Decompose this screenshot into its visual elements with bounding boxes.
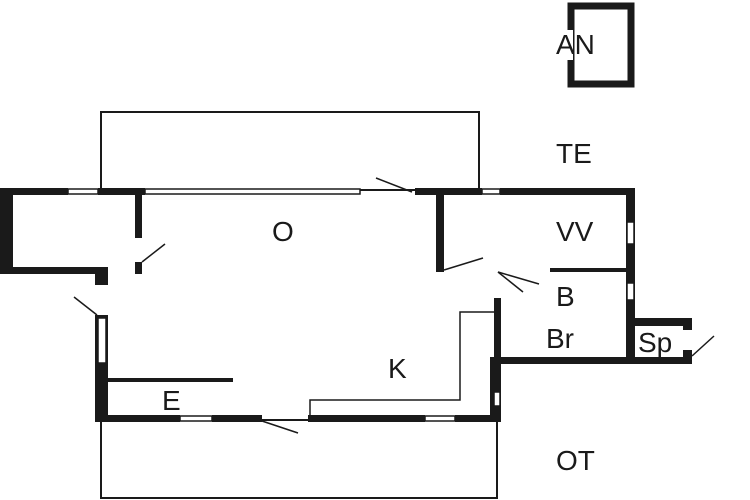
door-swings — [73, 177, 715, 434]
terrace-top — [100, 111, 480, 191]
room-label-br: Br — [546, 323, 574, 354]
room-label-vv: VV — [556, 216, 594, 247]
an-label-bg — [553, 30, 573, 60]
room-label-ot: OT — [556, 445, 595, 476]
room-label-e: E — [162, 385, 181, 416]
room-label-b: B — [556, 281, 575, 312]
walls — [0, 188, 692, 422]
room-label-te: TE — [556, 138, 592, 169]
kitchen-counter — [309, 311, 494, 415]
terrace-bottom — [100, 419, 498, 499]
room-label-k: K — [388, 353, 407, 384]
room-label-o: O — [272, 216, 294, 247]
room-label-an: AN — [556, 29, 595, 60]
windows — [67, 188, 635, 422]
room-label-sp: Sp — [638, 327, 672, 358]
